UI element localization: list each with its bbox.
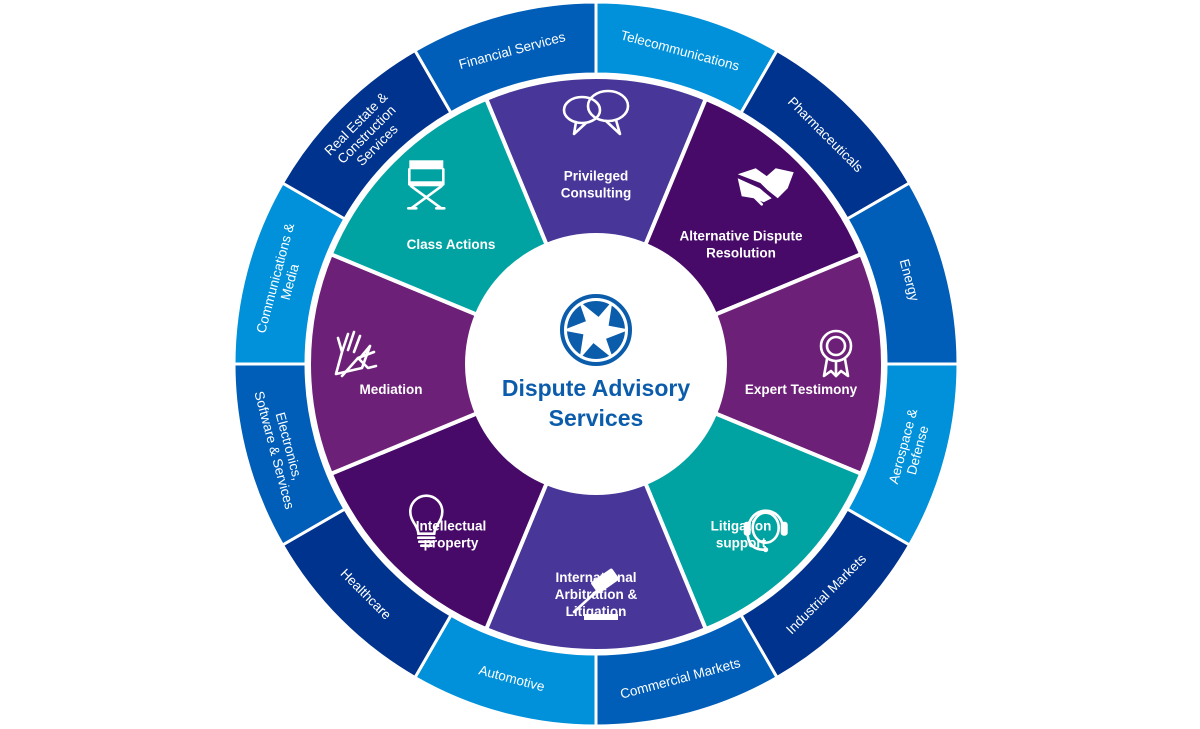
service-label-line: Privileged	[564, 169, 629, 184]
aperture-icon	[560, 294, 632, 366]
industry-segment-shape	[412, 0, 598, 115]
industry-segment: Commercial Markets	[594, 613, 780, 728]
lightbulb-icon	[408, 494, 444, 548]
service-label: Expert Testimony	[745, 382, 858, 397]
center-hub: Dispute Advisory Services	[465, 233, 727, 495]
service-label: Litigation support	[711, 518, 772, 550]
service-segment: Class Actions	[328, 96, 550, 318]
service-segment: Litigation support	[642, 410, 864, 632]
service-label-line: Resolution	[706, 246, 776, 261]
center-title-line1: Dispute Advisory	[502, 375, 691, 401]
service-label-line: Intellectual	[416, 518, 487, 533]
industry-segment: Communications &Media	[232, 180, 347, 366]
award-ribbon-icon	[819, 329, 853, 378]
hands-icon	[334, 330, 378, 378]
service-label: Class Actions	[407, 237, 496, 252]
industry-segment: Financial Services	[412, 0, 598, 115]
service-label-line: support	[716, 535, 767, 550]
service-label: Mediation	[360, 382, 423, 397]
handshake-icon	[737, 168, 794, 206]
industry-segment: Automotive	[412, 613, 598, 728]
directors-chair-icon	[406, 160, 446, 210]
service-label-line: Arbitration &	[555, 587, 638, 602]
industry-segment: Real Estate &ConstructionServices	[280, 48, 454, 222]
service-segment: Expert Testimony	[711, 251, 885, 477]
service-label-line: Expert Testimony	[745, 382, 858, 397]
industry-segment: Telecommunications	[594, 0, 780, 115]
service-label-line: Litigation	[566, 604, 627, 619]
service-label-line: International	[555, 570, 636, 585]
industry-segment: Energy	[845, 180, 960, 366]
service-label-line: property	[424, 535, 479, 550]
service-label-line: Alternative Dispute	[679, 229, 803, 244]
service-label: Intellectual property	[416, 518, 487, 550]
gavel-icon	[572, 568, 619, 620]
speech-bubbles-icon	[562, 89, 630, 136]
service-label-line: Consulting	[561, 186, 632, 201]
service-label-line: Litigation	[711, 518, 772, 533]
industry-segment: Electronics,Software & Services	[232, 362, 347, 548]
industry-ring: TelecommunicationsPharmaceuticalsEnergyA…	[232, 0, 960, 728]
service-label-line: Class Actions	[407, 237, 496, 252]
service-label-line: Mediation	[360, 382, 423, 397]
headset-icon	[743, 509, 788, 553]
center-title-line2: Services	[549, 405, 644, 431]
industry-segment: Pharmaceuticals	[738, 48, 912, 222]
